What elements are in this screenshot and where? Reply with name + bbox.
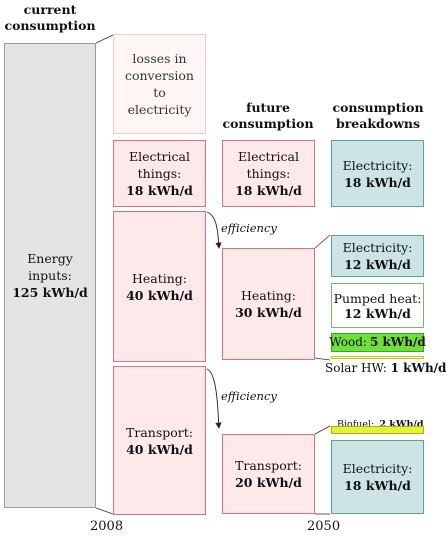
current-heating-value: 40 kWh/d xyxy=(126,287,193,303)
efficiency-arrow-heating xyxy=(206,211,222,249)
future-electrical-label: Electrical things: xyxy=(238,149,299,181)
current-electrical-label: Electrical things: xyxy=(129,149,190,181)
breakdown-wood-box: Wood: 5 kWh/d xyxy=(329,333,426,352)
future-heating-value: 30 kWh/d xyxy=(235,305,302,320)
breakdown-solar-label: Solar HW: xyxy=(325,361,387,375)
current-electrical-value: 18 kWh/d xyxy=(126,183,193,198)
breakdown-biofuel-value: 2 kWh/d xyxy=(379,419,424,430)
breakdown-solar-value: 1 kWh/d xyxy=(390,361,446,375)
breakdown-biofuel-bar xyxy=(331,426,424,434)
heading-future-consumption: future consumption xyxy=(222,100,314,131)
energy-inputs-box: Energy inputs: 125 kWh/d xyxy=(4,43,96,508)
breakdown-biofuel-text: Biofuel: 2 kWh/d xyxy=(337,412,424,431)
breakdown-biofuel-label: Biofuel: xyxy=(337,419,375,430)
breakdown-wood-label: Wood: xyxy=(329,335,367,349)
current-transport-value: 40 kWh/d xyxy=(126,441,193,457)
bracket-line-bottom xyxy=(95,507,114,515)
breakdown-electricity-box-2: Electricity: 12 kWh/d xyxy=(331,235,424,277)
heating-bracket-top xyxy=(314,234,331,249)
current-transport-box: Transport: 40 kWh/d xyxy=(113,366,206,515)
breakdown-electricity-label-3: Electricity: xyxy=(342,461,413,476)
breakdown-electricity-box-3: Electricity: 18 kWh/d xyxy=(331,440,424,514)
current-transport-label: Transport: xyxy=(126,424,193,440)
breakdown-solar-text: Solar HW: 1 kWh/d xyxy=(325,361,446,375)
breakdown-electricity-value-1: 18 kWh/d xyxy=(344,174,411,190)
breakdown-solar-bar xyxy=(331,356,424,359)
bracket-line-top xyxy=(95,34,114,44)
breakdown-pumped-heat-label: Pumped heat: xyxy=(333,290,422,306)
breakdown-electricity-value-3: 18 kWh/d xyxy=(344,478,411,493)
energy-inputs-value: 125 kWh/d xyxy=(12,285,88,300)
losses-box: losses in conversion to electricity xyxy=(113,34,206,134)
connector-lines xyxy=(95,34,331,515)
efficiency-arrow-transport xyxy=(206,368,222,429)
breakdown-electricity-label-2: Electricity: xyxy=(342,240,413,255)
efficiency-label-heating: efficiency xyxy=(221,221,277,235)
year-start-label: 2008 xyxy=(90,519,124,534)
current-heating-label: Heating: xyxy=(131,270,188,286)
breakdown-pumped-heat-box: Pumped heat: 12 kWh/d xyxy=(331,283,424,328)
future-heating-box: Heating: 30 kWh/d xyxy=(222,248,315,360)
future-transport-box: Transport: 20 kWh/d xyxy=(222,434,315,514)
future-electrical-value: 18 kWh/d xyxy=(235,183,302,198)
breakdown-wood-value: 5 kWh/d xyxy=(369,335,426,349)
heading-consumption-breakdowns: consumption breakdowns xyxy=(332,100,424,131)
losses-label: losses in conversion to electricity xyxy=(124,51,194,117)
breakdown-electricity-box-1: Electricity: 18 kWh/d xyxy=(331,140,424,207)
heading-current-consumption: current consumption xyxy=(4,2,96,33)
breakdown-electricity-label-1: Electricity: xyxy=(342,157,413,173)
future-transport-label: Transport: xyxy=(235,458,302,473)
current-heating-box: Heating: 40 kWh/d xyxy=(113,211,206,362)
efficiency-label-transport: efficiency xyxy=(221,389,277,403)
current-electrical-box: Electrical things: 18 kWh/d xyxy=(113,140,206,207)
future-transport-value: 20 kWh/d xyxy=(235,475,302,490)
breakdown-electricity-value-2: 12 kWh/d xyxy=(344,257,411,272)
year-end-label: 2050 xyxy=(307,519,341,534)
transport-bracket-top xyxy=(314,425,331,435)
future-electrical-box: Electrical things: 18 kWh/d xyxy=(222,140,315,207)
heating-bracket-bottom xyxy=(314,357,331,361)
future-heating-label: Heating: xyxy=(240,288,297,303)
energy-inputs-label: Energy inputs: xyxy=(27,251,73,283)
breakdown-pumped-heat-value: 12 kWh/d xyxy=(344,305,411,321)
